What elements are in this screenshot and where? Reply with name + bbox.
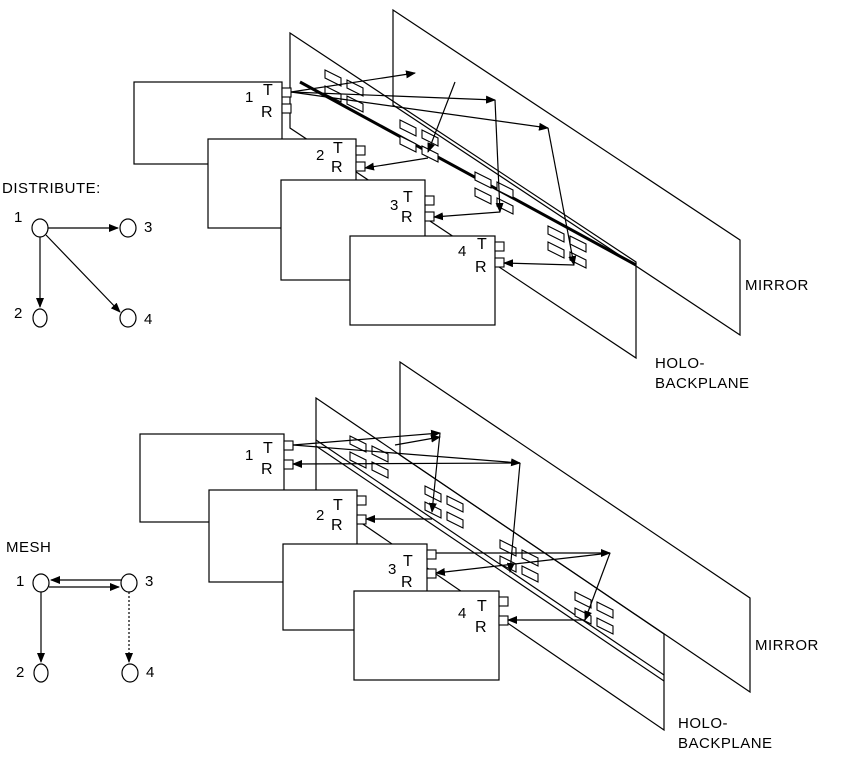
top-mirror-edge xyxy=(299,80,637,267)
bottom-board-num-3: 3 xyxy=(388,561,396,578)
top-holo-label-2: BACKPLANE xyxy=(655,375,750,392)
mesh-label-2: 2 xyxy=(16,664,24,681)
top-t-4: T xyxy=(477,236,487,253)
top-port-r2 xyxy=(355,161,366,172)
top-r-2: R xyxy=(331,159,343,176)
mesh-node-4 xyxy=(121,663,139,683)
bottom-holo-label-1: HOLO- xyxy=(678,715,728,732)
bottom-board-num-2: 2 xyxy=(316,507,324,524)
top-r-1: R xyxy=(261,104,273,121)
distribute-edge-1-4 xyxy=(45,234,121,313)
distribute-node-2 xyxy=(32,308,48,328)
bottom-r-2: R xyxy=(331,517,343,534)
bottom-t-1: T xyxy=(263,440,273,457)
bottom-mirror-edge-b xyxy=(315,445,665,682)
distribute-node-4 xyxy=(119,308,137,328)
top-holo-cluster-4 xyxy=(547,225,587,269)
top-board-num-3: 3 xyxy=(390,197,398,214)
bottom-optical-paths xyxy=(292,429,611,624)
top-holo-cluster-3 xyxy=(474,171,514,215)
bottom-board-4 xyxy=(353,590,500,681)
top-optical-paths xyxy=(290,70,577,268)
distribute-label-3: 3 xyxy=(144,219,152,236)
bottom-t-3: T xyxy=(403,553,413,570)
bottom-r-1: R xyxy=(261,461,273,478)
bottom-holo-cluster-3 xyxy=(499,539,539,583)
distribute-label-1: 1 xyxy=(14,209,22,226)
top-holo-cluster-2 xyxy=(399,119,439,163)
top-mirror-plane xyxy=(392,8,741,337)
bottom-board-num-1: 1 xyxy=(245,447,253,464)
bottom-port-t4 xyxy=(498,596,509,607)
top-board-num-1: 1 xyxy=(245,89,253,106)
top-port-t2 xyxy=(355,145,366,156)
top-board-num-4: 4 xyxy=(458,243,466,260)
top-board-4 xyxy=(349,235,496,326)
bottom-t-4: T xyxy=(477,598,487,615)
mesh-graph: MESH 1 3 2 4 xyxy=(6,539,154,683)
bottom-r-4: R xyxy=(475,619,487,636)
bottom-port-r3 xyxy=(426,568,437,579)
distribute-node-3 xyxy=(119,218,137,238)
bottom-board-num-4: 4 xyxy=(458,605,466,622)
top-r-3: R xyxy=(401,209,413,226)
bottom-holo-cluster-2 xyxy=(424,485,464,529)
top-t-2: T xyxy=(333,140,343,157)
bottom-port-t3 xyxy=(426,549,437,560)
distribute-node-1 xyxy=(31,218,49,238)
bottom-port-r2 xyxy=(356,514,367,525)
top-port-t3 xyxy=(424,195,435,206)
mesh-node-2 xyxy=(33,663,49,683)
distribute-label-4: 4 xyxy=(144,311,152,328)
bottom-port-r1 xyxy=(283,459,294,470)
top-t-1: T xyxy=(263,82,273,99)
top-mirror-label: MIRROR xyxy=(745,277,809,294)
bottom-panel: 1 2 3 4 T R T R T R T R xyxy=(139,360,819,752)
mesh-label-4: 4 xyxy=(146,664,154,681)
top-port-t1 xyxy=(281,87,292,98)
top-port-r3 xyxy=(424,211,435,222)
bottom-holo-label-2: BACKPLANE xyxy=(678,735,773,752)
top-port-t4 xyxy=(494,241,505,252)
mesh-title: MESH xyxy=(6,539,51,556)
bottom-port-r4 xyxy=(498,615,509,626)
distribute-label-2: 2 xyxy=(14,305,22,322)
bottom-port-t1 xyxy=(283,440,294,451)
top-port-r4 xyxy=(494,257,505,268)
bottom-mirror-label: MIRROR xyxy=(755,637,819,654)
bottom-port-t2 xyxy=(356,495,367,506)
top-r-4: R xyxy=(475,259,487,276)
top-port-r1 xyxy=(281,103,292,114)
bottom-t-2: T xyxy=(333,497,343,514)
distribute-graph: DISTRIBUTE: 1 3 2 4 xyxy=(2,180,152,328)
mesh-node-1 xyxy=(32,573,50,593)
bottom-mirror-plane xyxy=(399,360,751,694)
bottom-r-3: R xyxy=(401,574,413,591)
distribute-title: DISTRIBUTE: xyxy=(2,180,101,197)
top-t-3: T xyxy=(403,189,413,206)
bottom-holo-cluster-1 xyxy=(349,435,389,479)
mesh-label-1: 1 xyxy=(16,573,24,590)
top-panel: 1 2 3 4 T R T R T R T R xyxy=(133,8,809,392)
mesh-node-3 xyxy=(120,573,138,593)
bottom-holo-backplane-plane xyxy=(315,396,665,732)
top-board-num-2: 2 xyxy=(316,147,324,164)
bottom-mirror-edge-a xyxy=(315,439,665,676)
mesh-label-3: 3 xyxy=(145,573,153,590)
top-holo-label-1: HOLO- xyxy=(655,355,705,372)
